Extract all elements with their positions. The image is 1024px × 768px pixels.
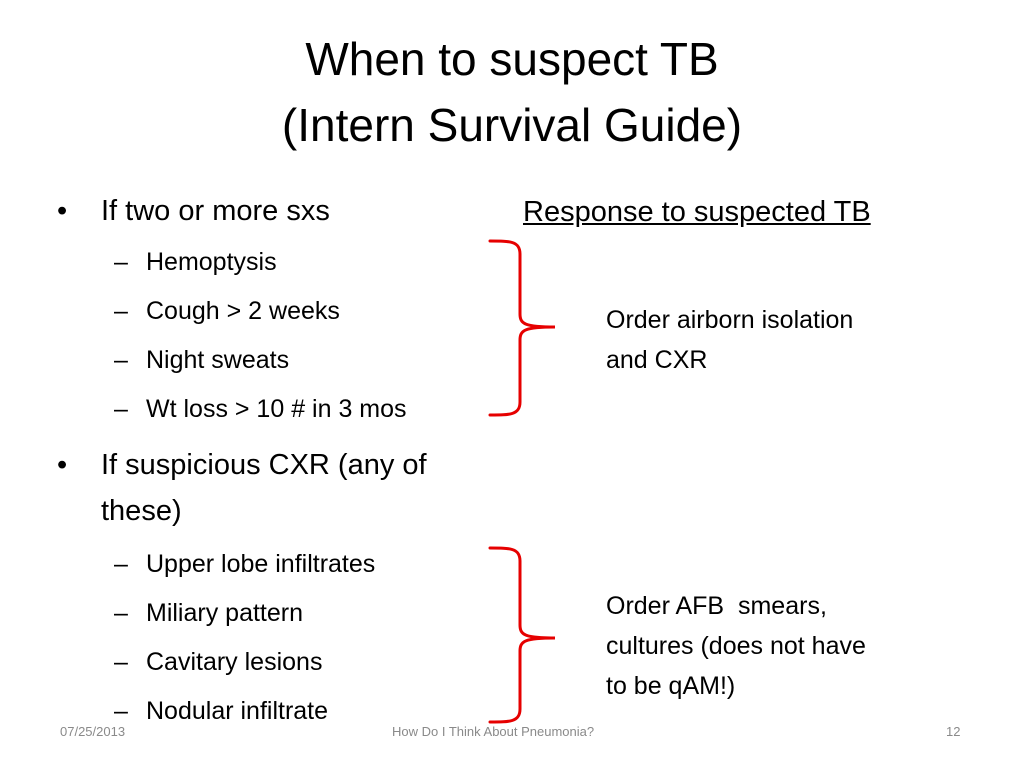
slide-title: When to suspect TB (Intern Survival Guid… (0, 26, 1024, 158)
list-item-text: Cough > 2 weeks (146, 297, 340, 325)
title-line-2: (Intern Survival Guide) (281, 99, 743, 151)
dash-mark: – (114, 599, 128, 627)
title-line-1: When to suspect TB (305, 33, 719, 85)
response-isolation-line-1: Order airborn isolation (606, 306, 854, 334)
dash-mark: – (114, 346, 128, 374)
response-heading: Response to suspected TB (523, 196, 871, 228)
list-item: – Nodular infiltrate (114, 694, 329, 728)
response-isolation-line-2: and CXR (606, 346, 708, 374)
bullet-cxr-text-line-1: If suspicious CXR (any of (101, 449, 427, 481)
bullet-symptoms: • If two or more sxs (57, 189, 330, 233)
response-afb: Order AFB smears, cultures (does not hav… (606, 586, 966, 706)
list-item: – Cavitary lesions (114, 645, 323, 679)
list-item: – Hemoptysis (114, 245, 277, 279)
list-item-text: Nodular infiltrate (146, 697, 329, 725)
curly-brace-2 (488, 546, 556, 724)
bullet-symptoms-text: If two or more sxs (101, 195, 330, 227)
list-item-text: Miliary pattern (146, 599, 303, 627)
bullet-mark: • (57, 449, 68, 481)
footer-title: How Do I Think About Pneumonia? (392, 724, 595, 739)
dash-mark: – (114, 297, 128, 325)
curly-brace-1 (488, 239, 556, 417)
list-item: – Miliary pattern (114, 596, 303, 630)
dash-mark: – (114, 648, 128, 676)
list-item: – Wt loss > 10 # in 3 mos (114, 392, 407, 426)
dash-mark: – (114, 395, 128, 423)
dash-mark: – (114, 550, 128, 578)
response-afb-line-3: to be qAM!) (606, 672, 736, 700)
footer-date: 07/25/2013 (60, 724, 126, 739)
bullet-cxr-continuation: these) (101, 489, 182, 533)
list-item-text: Wt loss > 10 # in 3 mos (146, 395, 407, 423)
response-afb-line-2: cultures (does not have (606, 632, 866, 660)
list-item-text: Cavitary lesions (146, 648, 323, 676)
dash-mark: – (114, 697, 128, 725)
list-item: – Upper lobe infiltrates (114, 547, 376, 581)
list-item: – Night sweats (114, 343, 290, 377)
dash-mark: – (114, 248, 128, 276)
list-item-text: Night sweats (146, 346, 290, 374)
bullet-cxr-text-line-2: these) (101, 495, 182, 527)
list-item-text: Upper lobe infiltrates (146, 550, 376, 578)
bullet-mark: • (57, 195, 68, 227)
list-item: – Cough > 2 weeks (114, 294, 340, 328)
list-item-text: Hemoptysis (146, 248, 277, 276)
response-isolation: Order airborn isolation and CXR (606, 300, 966, 380)
bullet-cxr: • If suspicious CXR (any of (57, 443, 427, 487)
footer-page-number: 12 (946, 724, 961, 739)
response-afb-line-1: Order AFB smears, (606, 592, 827, 620)
